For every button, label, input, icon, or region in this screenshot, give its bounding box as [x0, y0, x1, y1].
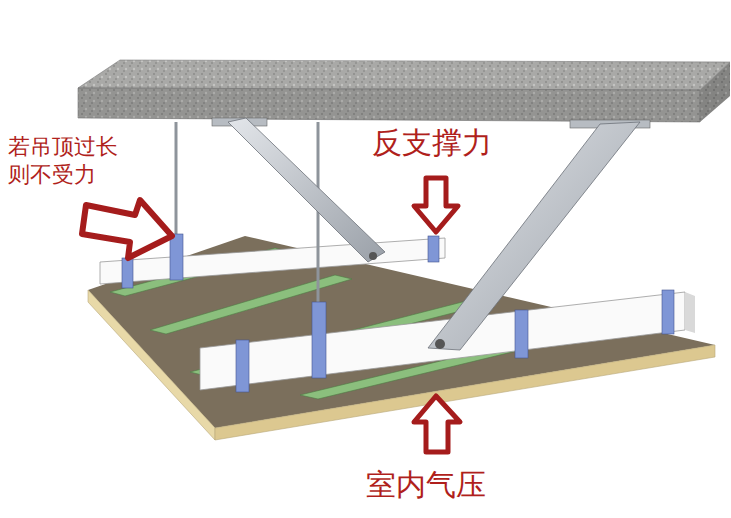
force-label: 反支撑力: [372, 124, 492, 162]
force-label: 室内气压: [366, 466, 486, 504]
callout-note: 若吊顶过长 则不受力: [8, 133, 130, 188]
